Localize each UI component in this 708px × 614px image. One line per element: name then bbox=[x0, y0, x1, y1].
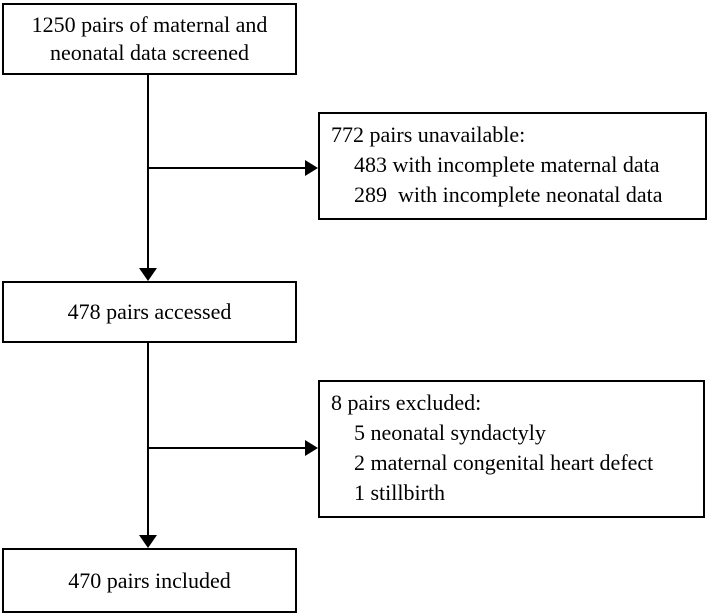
connector-branch-to-unavailable bbox=[148, 167, 306, 169]
accessed-text: 478 pairs accessed bbox=[67, 299, 232, 324]
right-arrowhead-icon bbox=[305, 440, 318, 456]
included-text: 470 pairs included bbox=[68, 567, 231, 593]
down-arrowhead-icon bbox=[139, 268, 157, 281]
right-arrowhead-icon bbox=[305, 160, 318, 176]
box-accessed: 478 pairs accessed bbox=[2, 281, 297, 343]
unavailable-item-1: 483 with incomplete maternal data bbox=[354, 152, 660, 177]
excluded-item-3: 1 stillbirth bbox=[354, 480, 446, 505]
excluded-item-2: 2 maternal congenital heart defect bbox=[354, 450, 654, 475]
box-screened: 1250 pairs of maternal and neonatal data… bbox=[2, 3, 297, 75]
box-included: 470 pairs included bbox=[2, 548, 297, 613]
screened-line-1: 1250 pairs of maternal and bbox=[31, 12, 268, 37]
box-excluded: 8 pairs excluded: 5 neonatal syndactyly … bbox=[318, 380, 705, 518]
connector-accessed-to-included bbox=[147, 343, 149, 536]
down-arrowhead-icon bbox=[139, 535, 157, 548]
unavailable-title: 772 pairs unavailable: bbox=[331, 122, 526, 147]
connector-screened-to-accessed bbox=[147, 75, 149, 269]
box-unavailable: 772 pairs unavailable: 483 with incomple… bbox=[318, 112, 707, 220]
connector-branch-to-excluded bbox=[148, 447, 306, 449]
excluded-title: 8 pairs excluded: bbox=[331, 390, 482, 415]
excluded-item-1: 5 neonatal syndactyly bbox=[354, 420, 546, 445]
screened-line-2: neonatal data screened bbox=[49, 40, 250, 65]
unavailable-item-2: 289 with incomplete neonatal data bbox=[354, 182, 663, 207]
